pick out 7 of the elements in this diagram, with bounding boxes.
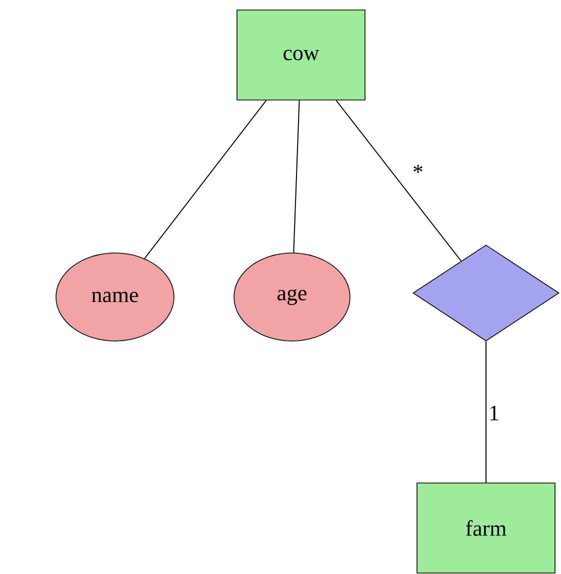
connector-line xyxy=(144,100,267,259)
connector-line xyxy=(336,100,462,262)
connector-line xyxy=(293,100,300,254)
entity-box: cow xyxy=(236,10,366,100)
entity-box: farm xyxy=(416,482,556,574)
edge-label: 1 xyxy=(488,404,500,422)
edge-label: * xyxy=(412,164,424,180)
